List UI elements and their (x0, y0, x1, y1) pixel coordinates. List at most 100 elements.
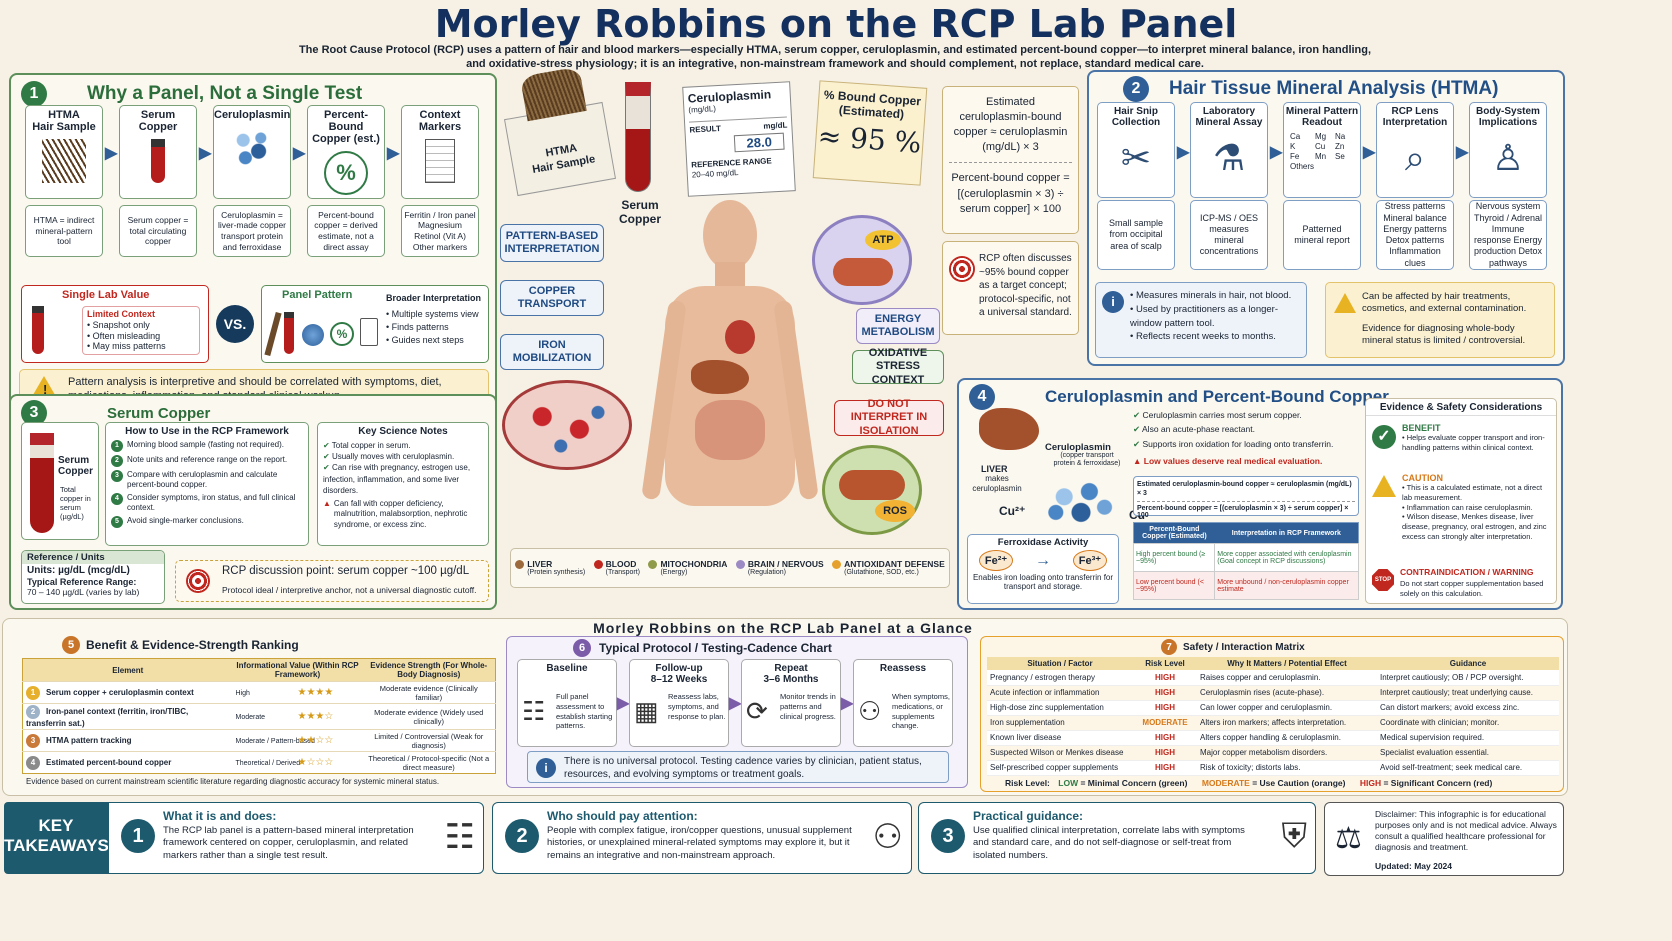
rank-element: Estimated percent-bound copper (46, 757, 172, 767)
htma-step-desc: Stress patterns Mineral balance Energy p… (1376, 200, 1454, 270)
safety-guidance: Medical supervision required. (1377, 730, 1559, 746)
target-icon (949, 256, 975, 282)
safety-guidance: Interpret cautiously; treat underlying c… (1377, 685, 1559, 701)
pb-table-cell: High percent bound (≥ ~95%) (1132, 543, 1216, 572)
ferroxidase-note: Enables iron loading onto transferrin fo… (972, 573, 1114, 591)
safety-situation: Iron supplementation (987, 715, 1133, 731)
htma-step-card: RCP Lens Interpretation⌕ (1376, 102, 1454, 198)
panel-card: Serum Copper (119, 105, 197, 199)
page-subtitle: The Root Cause Protocol (RCP) uses a pat… (298, 44, 1372, 71)
safety-situation: Pregnancy / estrogen therapy (987, 670, 1133, 686)
how-to-title: How to Use in the RCP Framework (125, 426, 289, 437)
rank-medal: 2 (26, 705, 40, 719)
tube-label: Serum Copper (58, 455, 93, 477)
rank-element: Iron-panel context (ferritin, iron/TIBC,… (26, 707, 189, 728)
htma-warning-1: Can be affected by hair treatments, cosm… (1362, 291, 1527, 315)
s4-formula-1: Estimated ceruloplasmin-bound copper ≈ c… (1137, 481, 1352, 498)
ferroxidase-box: Ferroxidase Activity Fe²⁺ → Fe³⁺ Enables… (967, 534, 1119, 604)
rank-medal: 4 (26, 755, 40, 770)
cp-label: Ceruloplasmin (1045, 442, 1111, 453)
htma-envelope: HTMA Hair Sample (503, 66, 617, 197)
arrow-icon: ▶ (841, 695, 854, 712)
section-number: 3 (21, 400, 47, 426)
rank-stars: ★★★★ (297, 687, 334, 698)
risk-low: LOW (1058, 777, 1079, 788)
ranking-header: Evidence Strength (For Whole-Body Diagno… (370, 661, 488, 679)
safety-effect: Raises copper and ceruloplasmin. (1197, 670, 1377, 686)
contra-title: CONTRAINDICATION / WARNING (1400, 567, 1534, 577)
broader-item: Finds patterns (386, 321, 479, 334)
caution-title: CAUTION (1402, 473, 1443, 483)
clipboard-icon: ☷ (444, 818, 475, 856)
section-number: 6 (573, 639, 591, 657)
mineral-item: Se (1335, 152, 1345, 161)
mineral-item: Mg (1315, 132, 1327, 141)
key-note-item: Usually moves with ceruloplasmin. (323, 451, 483, 462)
pb-table-cell: Low percent bound (< ~95%) (1132, 571, 1216, 600)
units-text: Units: µg/dL (mcg/dL) (27, 565, 130, 576)
rank-element: HTMA pattern tracking (46, 735, 132, 745)
takeaway-heading: What it is and does: (163, 809, 277, 823)
takeaway-number: 2 (505, 819, 539, 853)
target-note-text: RCP often discusses ~95% bound copper as… (979, 253, 1072, 318)
cadence-step-title: Baseline (546, 663, 588, 674)
panel-pattern-title: Panel Pattern (282, 289, 353, 301)
safety-situation: Self-prescribed copper supplements (987, 760, 1133, 776)
cadence-note: i There is no universal protocol. Testin… (527, 751, 949, 783)
formula-box: Estimated ceruloplasmin-bound copper ≈ c… (942, 86, 1079, 234)
info-icon: i (536, 758, 556, 778)
section-number: 7 (1161, 639, 1177, 655)
htma-step-card: Hair Snip Collection✂ (1097, 102, 1175, 198)
risk-high: HIGH (1359, 777, 1382, 788)
benefit-item: Helps evaluate copper transport and iron… (1402, 433, 1552, 453)
panel-card: HTMA Hair Sample (25, 105, 103, 199)
evidence-safety-box: Evidence & Safety Considerations ✓ BENEF… (1365, 398, 1557, 604)
htma-step-card: Body-System Implications♙ (1469, 102, 1547, 198)
safety-risk: HIGH (1133, 760, 1197, 776)
panel-pattern-box: Panel Pattern % Broader Interpretation M… (261, 285, 489, 363)
htma-info-item: Reflects recent weeks to months. (1130, 330, 1302, 344)
section-title: Hair Tissue Mineral Analysis (HTMA) (1169, 78, 1499, 99)
microscope-icon: ⚗ (1212, 137, 1246, 178)
mineral-item: Mn (1315, 152, 1327, 161)
rank-medal: 1 (26, 685, 40, 700)
formula-1: Estimated ceruloplasmin-bound copper ≈ c… (953, 96, 1068, 153)
cp-sublabel: (copper transport protein & ferroxidase) (1053, 452, 1121, 468)
rank-element: Serum copper + ceruloplasmin context (46, 687, 194, 697)
broader-item: Multiple systems view (386, 308, 479, 321)
discussion-point-text: RCP discussion point: serum copper ~100 … (222, 565, 470, 577)
concept-tag: IRON MOBILIZATION (500, 334, 604, 370)
safety-guidance: Avoid self-treatment; seek medical care. (1377, 760, 1559, 776)
stop-icon: STOP (1372, 569, 1394, 591)
safety-risk: HIGH (1133, 745, 1197, 761)
ranking-row: 1 Serum copper + ceruloplasmin context Hig… (22, 681, 496, 704)
liver-icon (691, 360, 749, 394)
legend-sub: (Energy) (660, 569, 688, 576)
limited-item: Snapshot only (87, 320, 195, 331)
panel-card: Percent-Bound Copper (est.)% (307, 105, 385, 199)
cadence-step-desc: Full panel assessment to establish start… (556, 692, 613, 731)
rank-value: High (235, 690, 250, 697)
caution-item: Inflammation can raise ceruloplasmin. (1402, 503, 1554, 513)
heart-icon (725, 320, 755, 354)
safety-risk: HIGH (1133, 670, 1197, 686)
panel-card-title: Percent-Bound Copper (est.) (312, 109, 380, 145)
cadence-note-text: There is no universal protocol. Testing … (564, 756, 922, 780)
fe3-badge: Fe³⁺ (1072, 550, 1108, 571)
arrow-icon: ▶ (387, 145, 400, 162)
check-icon: ✓ (1372, 425, 1396, 449)
step-text: Compare with ceruloplasmin and calculate… (127, 470, 278, 489)
legend-sub: (Transport) (605, 569, 640, 576)
safety-guidance: Specialist evaluation essential. (1377, 745, 1559, 761)
formula-2: Percent-bound copper = [(ceruloplasmin ×… (951, 172, 1070, 216)
concept-tag: DO NOT INTERPRET IN ISOLATION (834, 398, 944, 437)
cadence-step: Baseline☷Full panel assessment to establ… (517, 659, 617, 747)
takeaway-text: People with complex fatigue, iron/copper… (547, 825, 852, 861)
